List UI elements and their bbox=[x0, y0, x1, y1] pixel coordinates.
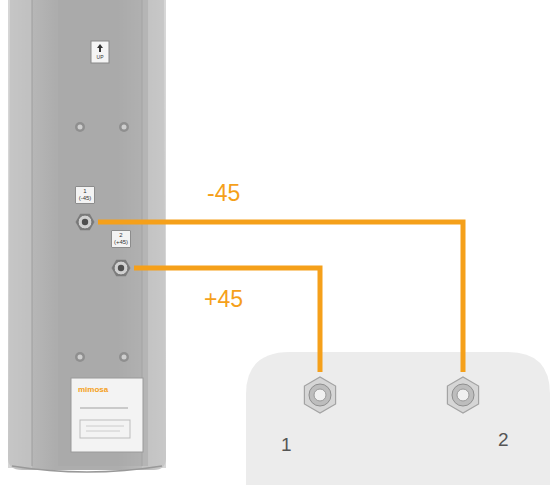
up-tag bbox=[91, 41, 109, 63]
connector-nut bbox=[76, 214, 95, 230]
port-center bbox=[314, 389, 326, 401]
port-nut bbox=[304, 377, 335, 413]
port-label: 2 bbox=[112, 232, 130, 239]
radio-port: 1 bbox=[278, 372, 340, 457]
antenna-port: 2(+45) bbox=[108, 230, 134, 278]
screw bbox=[122, 125, 127, 130]
sticker-print bbox=[86, 426, 124, 427]
connector-body bbox=[114, 261, 128, 275]
screw bbox=[119, 122, 129, 132]
screw bbox=[122, 355, 127, 360]
radio-housing bbox=[246, 352, 550, 485]
screw bbox=[78, 125, 83, 130]
antenna-base bbox=[12, 466, 162, 472]
port-tag: 1(-45) bbox=[75, 186, 95, 204]
antenna-port: 1(-45) bbox=[72, 186, 98, 232]
radio-port: 2 bbox=[440, 372, 520, 452]
screw bbox=[78, 355, 83, 360]
sticker-box bbox=[80, 420, 130, 438]
coax-cable bbox=[98, 222, 463, 372]
screw-group bbox=[75, 122, 129, 362]
port-tag: 2(+45) bbox=[111, 230, 131, 248]
port-center bbox=[457, 389, 469, 401]
connector-nut bbox=[112, 260, 131, 276]
screw bbox=[75, 122, 85, 132]
antenna-rail bbox=[8, 0, 32, 468]
connector-body bbox=[78, 215, 92, 229]
port-label: 1 bbox=[76, 188, 94, 195]
sticker-print bbox=[86, 431, 120, 432]
antenna-body bbox=[8, 0, 166, 470]
connector-pin bbox=[82, 219, 88, 225]
polarization-label: +45 bbox=[204, 286, 243, 313]
connector-pin bbox=[118, 265, 124, 271]
port-nut bbox=[447, 377, 478, 413]
port-body bbox=[452, 384, 474, 406]
screw bbox=[119, 352, 129, 362]
up-arrow bbox=[97, 44, 103, 52]
coax-cable bbox=[134, 268, 320, 372]
port-number: 2 bbox=[498, 429, 509, 451]
screw bbox=[75, 352, 85, 362]
port-label: (+45) bbox=[112, 239, 130, 246]
antenna-panel bbox=[58, 0, 148, 466]
product-sticker bbox=[71, 378, 143, 452]
direction-mark: UP bbox=[93, 54, 107, 60]
polarization-label: -45 bbox=[207, 180, 240, 207]
sticker-print bbox=[80, 407, 128, 409]
brand-label: mimosa bbox=[78, 385, 128, 394]
port-label: (-45) bbox=[76, 195, 94, 202]
port-number: 1 bbox=[281, 434, 292, 456]
panel-edge bbox=[32, 0, 33, 466]
port-body bbox=[309, 384, 331, 406]
